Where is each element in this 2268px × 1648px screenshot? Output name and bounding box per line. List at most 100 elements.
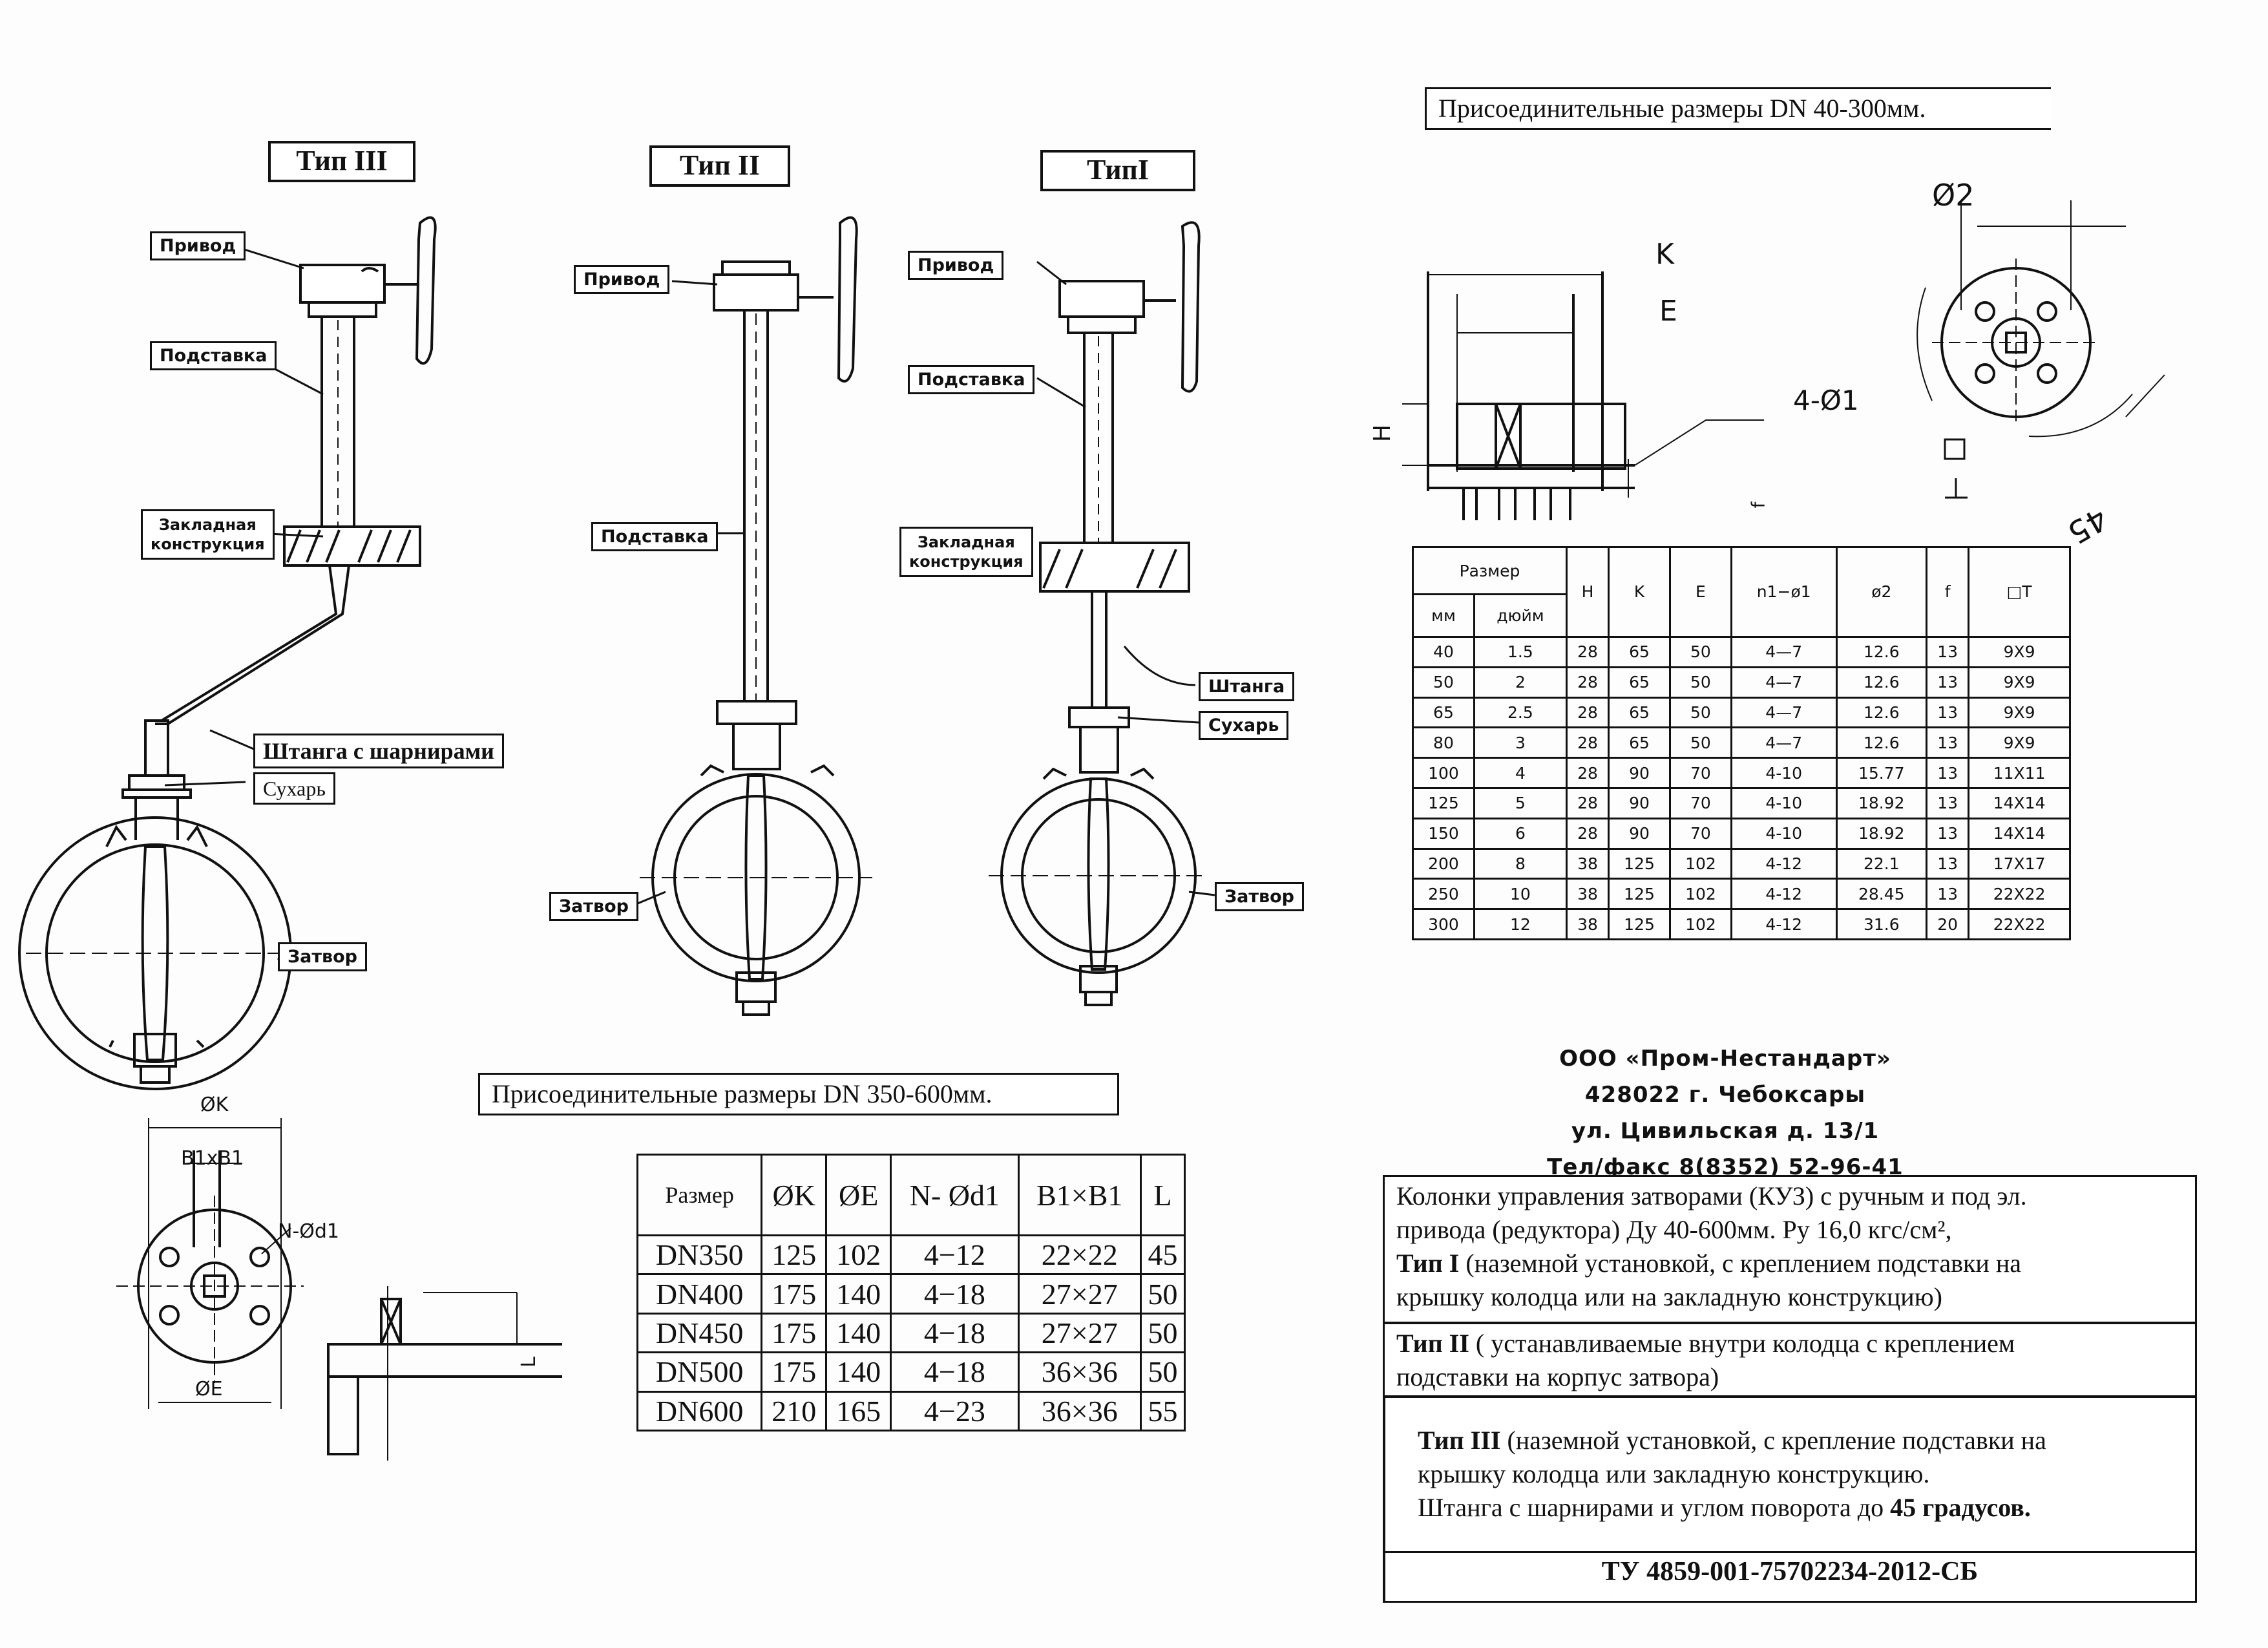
table-cell: 50 [1668,635,1732,668]
table-cell: 17X17 [1968,847,2071,880]
table-header-cell: Размер [636,1154,763,1236]
desc-p2-type: Тип II [1396,1329,1469,1358]
table-cell: 45 [1139,1234,1186,1276]
table-cell: DN400 [636,1273,763,1315]
type2-zatvor-label: Затвор [549,892,639,921]
type3-sukhar-label: Сухарь [253,772,335,805]
desc-type2: Тип II ( устанавливаемые внутри колодца … [1383,1322,2197,1397]
table-cell: 9X9 [1968,726,2071,759]
desc-p3-line2: крышку колодца или закладную конструкцию… [1418,1459,1930,1488]
desc-p1-line1: Колонки управления затворами (КУЗ) с руч… [1396,1181,2027,1210]
type3-podstavka-label: Подставка [150,341,277,370]
table-cell: 3 [1473,726,1568,759]
table-cell: 6 [1473,817,1568,850]
tu-number: ТУ 4859-001-75702234-2012-СБ [1601,1557,1979,1587]
table-cell: 28 [1565,696,1610,729]
table-cell: 50 [1139,1312,1186,1354]
shtanga-sharniry-label: Штанга с шарнирами [253,734,504,768]
table-cell: 50 [1668,666,1732,699]
table-cell: 14X14 [1968,787,2071,819]
dim-e: E [1659,295,1677,328]
table-cell: 65 [1608,726,1671,759]
table-cell: 65 [1608,666,1671,699]
desc-type1: Колонки управления затворами (КУЗ) с руч… [1383,1175,2197,1324]
table-cell: 9X9 [1968,635,2071,668]
table-cell: 70 [1668,817,1732,850]
type2-title: Тип II [649,145,790,187]
table-cell: 300 [1412,908,1475,940]
type1-zatvor-label: Затвор [1215,882,1305,911]
table-cell: DN450 [636,1312,763,1354]
desc-p3-line3: Штанга с шарнирами и углом поворота до 4… [1418,1491,2183,1525]
th-n1: n1−ø1 [1730,546,1838,638]
table-cell: 5 [1473,787,1568,819]
table-cell: 70 [1668,787,1732,819]
table-cell: 12.6 [1835,635,1928,668]
table-cell: 12.6 [1835,726,1928,759]
table-cell: 4−12 [890,1234,1020,1276]
table-cell: 4-10 [1730,757,1838,789]
type1-drawing [989,221,1208,1006]
table-cell: 65 [1608,696,1671,729]
table-cell: 150 [1412,817,1475,850]
table-cell: 13 [1926,635,1970,668]
table-cell: 125 [1608,878,1671,911]
table-cell: 102 [1668,878,1732,911]
table-cell: 12 [1473,908,1568,940]
type2-drawing [640,216,872,1016]
table-cell: 38 [1565,847,1610,880]
dim-k: K [1655,238,1674,271]
table-cell: DN600 [636,1390,763,1432]
table-header-cell: ØK [761,1154,828,1236]
desc-p2-line1-text: ( устанавливаемые внутри колодца с крепл… [1469,1329,2015,1358]
desc-p3-line1-text: (наземной установкой, с крепление подста… [1500,1426,2046,1455]
table-cell: 11X11 [1968,757,2071,789]
desc-p3-line3-text: Штанга с шарнирами и углом поворота до [1418,1493,1891,1522]
table-cell: 165 [825,1390,892,1432]
table-cell: 50 [1139,1351,1186,1393]
table-cell: 102 [1668,847,1732,880]
table-cell: 102 [825,1234,892,1276]
company-street: ул. Цивильская д. 13/1 [1571,1118,1880,1144]
zakladnaya-line2: конструкция [151,535,265,553]
table-cell: 4 [1473,757,1568,789]
zakladnaya-line2: конструкция [909,553,1024,571]
table-cell: 102 [1668,908,1732,940]
desc-p1-line4: крышку колодца или на закладную конструк… [1396,1282,1942,1311]
zakladnaya-line1: Закладная [158,516,257,534]
dim-phi2: Ø2 [1932,178,1975,213]
table-cell: 4—7 [1730,726,1838,759]
desc-p2-line1: Тип II ( устанавливаемые внутри колодца … [1396,1327,2183,1360]
type3-zatvor-label: Затвор [278,942,368,971]
table-cell: 22.1 [1835,847,1928,880]
table-cell: 175 [761,1273,828,1315]
table-cell: 12.6 [1835,666,1928,699]
type2-podstavka-label: Подставка [591,522,719,551]
dim-f: f [1747,502,1769,509]
table-cell: 90 [1608,787,1671,819]
table-cell: 55 [1139,1390,1186,1432]
table-cell: 4—7 [1730,666,1838,699]
desc-p1-type: Тип I [1396,1249,1460,1278]
desc-p1-line3: Тип I (наземной установкой, с креплением… [1396,1247,2183,1280]
th-h: H [1565,546,1610,638]
table-cell: 65 [1412,696,1475,729]
table-cell: 13 [1926,696,1970,729]
table-cell: 4−18 [890,1351,1020,1393]
dim-b1xb1: B1xB1 [181,1147,244,1170]
dim-h: H [1369,424,1396,443]
table-cell: 90 [1608,757,1671,789]
table-cell: 125 [1608,847,1671,880]
table-cell: 36×36 [1017,1390,1142,1432]
table-cell: 4—7 [1730,696,1838,729]
th-razmer: Размер [1412,545,1568,596]
type1-zakladnaya-label: Закладная конструкция [899,527,1033,577]
table-cell: 20 [1926,908,1970,940]
